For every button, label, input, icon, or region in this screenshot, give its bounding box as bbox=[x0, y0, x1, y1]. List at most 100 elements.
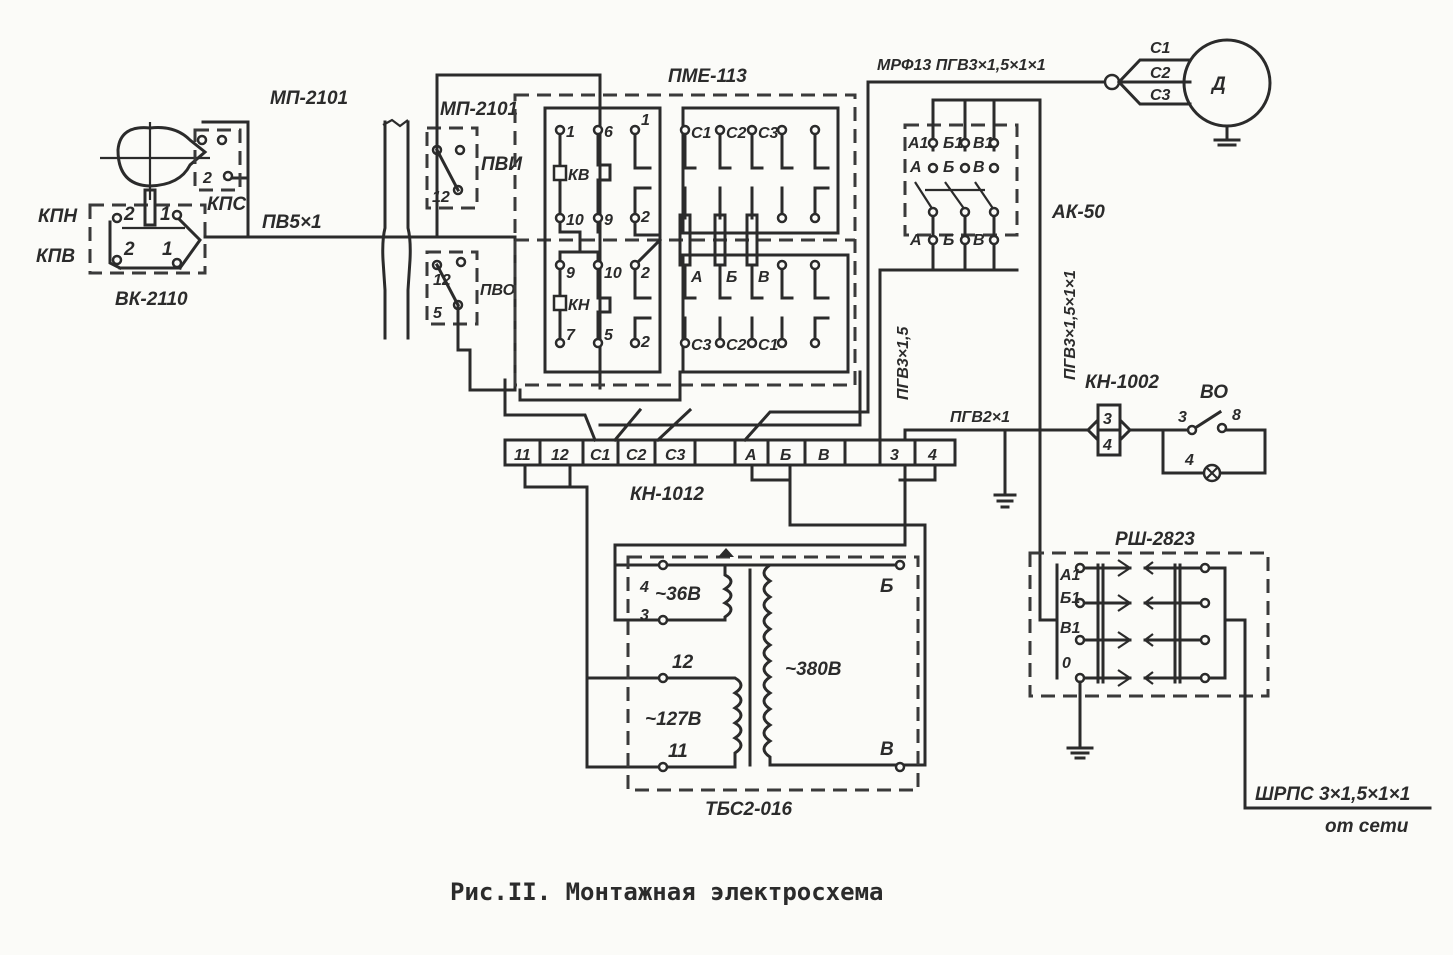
kn-1002-title: КН-1002 bbox=[1085, 372, 1159, 393]
terminal-label: 2 bbox=[640, 334, 650, 351]
terminal-label: 2 bbox=[202, 170, 212, 187]
terminal-label: 12 bbox=[433, 272, 451, 289]
terminal-label: С2 bbox=[726, 125, 747, 142]
terminal-label: Б bbox=[943, 232, 954, 249]
terminal-label: С3 bbox=[691, 337, 712, 354]
ground-icon bbox=[993, 493, 1017, 509]
supply-note: от сети bbox=[1325, 816, 1409, 837]
terminal-label: 0 bbox=[1062, 655, 1071, 672]
tbs2-016-title: ТБС2-016 bbox=[705, 799, 793, 820]
terminal-label: 5 bbox=[433, 305, 443, 322]
supply-cable-label: ШРПС 3×1,5×1×1 bbox=[1255, 784, 1410, 805]
lighting-circuit: ПГВ2×1 3 4 КН-1002 3 8 4 ВО bbox=[903, 372, 1267, 509]
terminal-cell: Б bbox=[780, 447, 791, 464]
motor-label: Д bbox=[1210, 74, 1226, 95]
terminal-label: С2 bbox=[726, 337, 747, 354]
cable-label: ПГВ2×1 bbox=[950, 409, 1010, 426]
motor-cable-label: МРФ13 ПГВ3×1,5×1×1 bbox=[877, 57, 1046, 74]
terminal-label: 3 bbox=[1103, 411, 1112, 428]
terminal-label: А bbox=[909, 232, 922, 249]
pme-113-title: ПМЕ-113 bbox=[668, 66, 747, 87]
ak-50-title: АК-50 bbox=[1051, 202, 1105, 223]
motor-icon bbox=[1182, 38, 1272, 128]
terminal-label: 4 bbox=[1184, 452, 1194, 469]
terminal-label: В1 bbox=[973, 135, 994, 152]
vk-2110-title: ВК-2110 bbox=[115, 289, 188, 310]
rsh-2823-title: РШ-2823 bbox=[1115, 529, 1195, 550]
terminal-label: С1 bbox=[691, 125, 712, 142]
phase-label: С2 bbox=[1150, 65, 1171, 82]
terminal-cell: 4 bbox=[927, 447, 937, 464]
mp-2101-upper-title: МП-2101 bbox=[440, 99, 518, 120]
terminal-label: 12 bbox=[672, 652, 694, 673]
terminal-label: 3 bbox=[640, 607, 649, 624]
terminal-label: В bbox=[973, 159, 985, 176]
terminal-label: С3 bbox=[758, 125, 779, 142]
terminal-label: 2 bbox=[123, 204, 135, 225]
coil-kn-icon bbox=[552, 294, 568, 312]
switch-lever-icon bbox=[1192, 409, 1223, 431]
terminal-label: 10 bbox=[566, 212, 584, 229]
vo-title: ВО bbox=[1200, 382, 1228, 403]
pvo-label: ПВО bbox=[480, 282, 516, 299]
transformer-tbs2-016: 4 ~36В 3 12 ~127В 11 ~380В Б В ТБС2-016 bbox=[626, 548, 920, 820]
pvi-label: ПВИ bbox=[481, 154, 522, 175]
terminal-label: А1 bbox=[907, 135, 929, 152]
terminal-label: 2 bbox=[640, 265, 650, 282]
terminal-label: 1 bbox=[162, 239, 173, 260]
terminal-label: 4 bbox=[1102, 437, 1112, 454]
terminal-label: 1 bbox=[641, 112, 650, 129]
terminal-label: 10 bbox=[604, 265, 622, 282]
terminal-label: В1 bbox=[1060, 620, 1081, 637]
winding-36v bbox=[663, 563, 733, 622]
kps-label: КПС bbox=[207, 194, 246, 215]
shaft-icon bbox=[381, 118, 412, 340]
terminal-cell: С1 bbox=[590, 447, 611, 464]
cam-icon bbox=[116, 126, 208, 188]
plug-pin-icon bbox=[1144, 561, 1154, 685]
socket-icon bbox=[1117, 559, 1131, 687]
terminal-cell: 11 bbox=[514, 447, 531, 464]
ground-icon bbox=[1066, 680, 1094, 760]
terminal-label: А bbox=[690, 269, 703, 286]
figure-caption: Рис.II. Монтажная электросхема bbox=[450, 878, 883, 906]
switch-ak-50: А1 Б1 В1 А Б В А Б В АК-50 bbox=[903, 98, 1105, 562]
mp-2101-switches: МП-2101 12 ПВИ 12 5 ПВО bbox=[425, 73, 602, 392]
terminal-label: 2 bbox=[123, 239, 135, 260]
terminal-label: С1 bbox=[758, 337, 779, 354]
terminal-label: 7 bbox=[566, 327, 576, 344]
ground-icon bbox=[1213, 124, 1241, 147]
phase-label: С1 bbox=[1150, 40, 1171, 57]
mp-2101-label: МП-2101 bbox=[270, 88, 348, 109]
voltage-127v: ~127В bbox=[645, 709, 702, 730]
terminal-label: 9 bbox=[566, 265, 575, 282]
wire-label: ПВ5×1 bbox=[262, 212, 322, 233]
terminal-label: Б bbox=[726, 269, 737, 286]
kn-label: КН bbox=[568, 297, 590, 314]
voltage-380v: ~380В bbox=[785, 659, 842, 680]
terminal-cell: С3 bbox=[665, 447, 686, 464]
winding-127v bbox=[663, 676, 743, 769]
terminal-label: 9 bbox=[604, 212, 613, 229]
coil-column: 1 6 1 10 9 2 9 10 2 7 5 2 КВ КН bbox=[552, 112, 663, 351]
terminal-cell: 3 bbox=[890, 447, 899, 464]
voltage-36v: ~36В bbox=[655, 584, 701, 605]
terminal-label: Б1 bbox=[943, 135, 963, 152]
kpv-label: КПВ bbox=[36, 246, 75, 267]
terminal-label: В bbox=[973, 232, 985, 249]
terminal-label: 6 bbox=[604, 124, 613, 141]
terminal-label: Б bbox=[880, 576, 893, 597]
kv-label: КВ bbox=[568, 167, 589, 184]
terminal-label: А1 bbox=[1059, 567, 1081, 584]
terminal-label: 4 bbox=[639, 579, 649, 596]
terminal-label: 1 bbox=[160, 204, 171, 225]
terminal-label: 11 bbox=[668, 741, 688, 762]
terminal-label: 2 bbox=[640, 209, 650, 226]
phase-label: С3 bbox=[1150, 87, 1171, 104]
power-contacts: С1 С2 С3 А Б В С3 С2 С1 bbox=[678, 124, 830, 354]
connector-icon bbox=[1103, 73, 1121, 91]
terminal-cell: С2 bbox=[626, 447, 647, 464]
terminal-label: 1 bbox=[566, 124, 575, 141]
terminal-label: Б bbox=[943, 159, 954, 176]
terminal-label: 8 bbox=[1232, 407, 1241, 424]
